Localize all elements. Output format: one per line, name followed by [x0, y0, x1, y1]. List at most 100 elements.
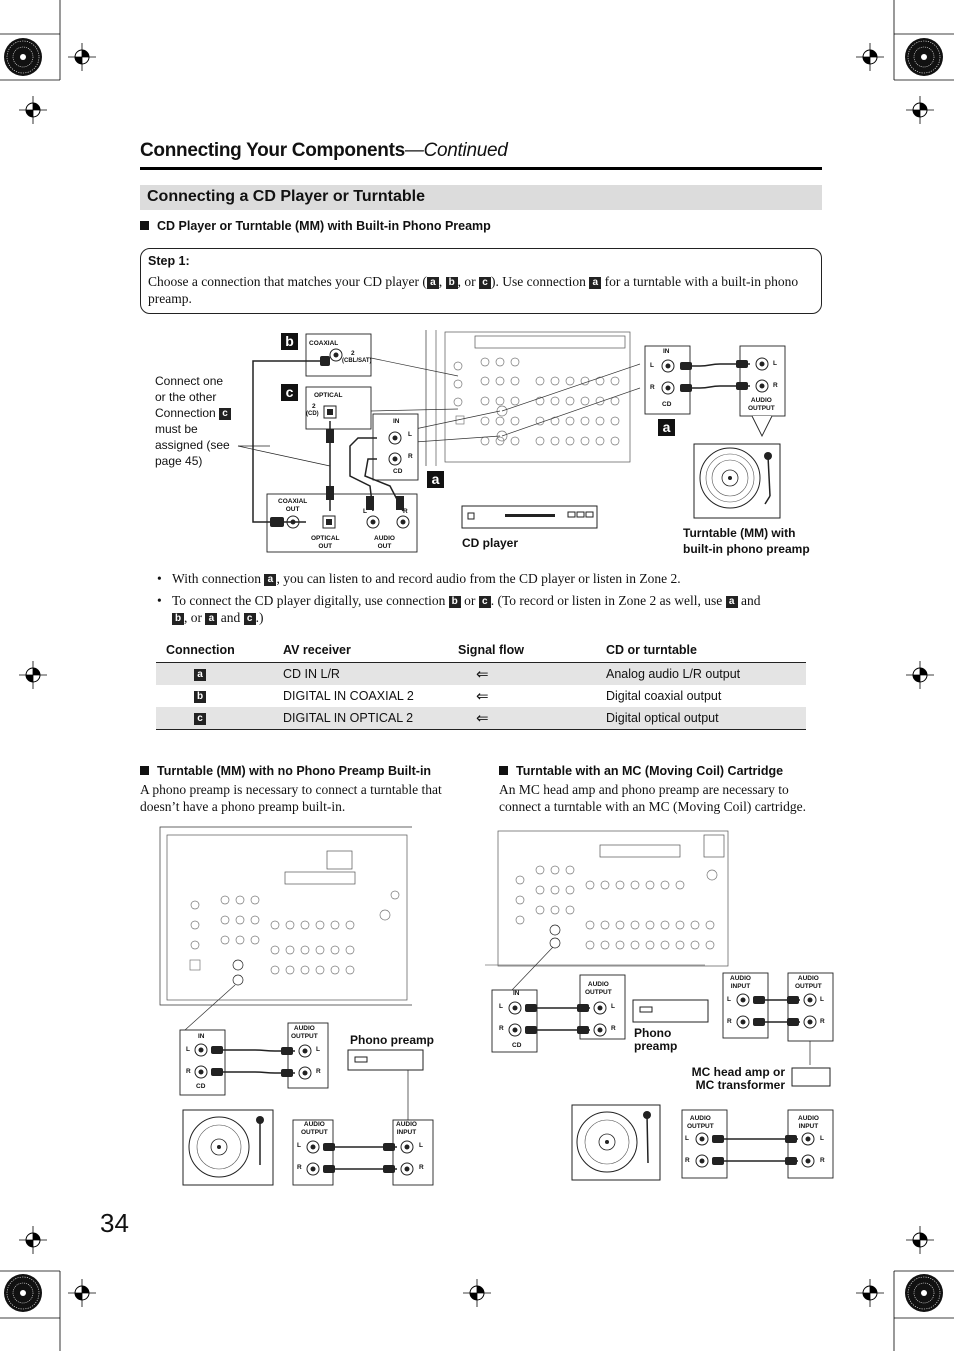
step-text: Choose a connection that matches your CD…: [148, 274, 799, 306]
cd-in-r: R: [408, 453, 413, 460]
coaxial-num: 2: [351, 350, 355, 357]
table-row: b DIGITAL IN COAXIAL 2 ⇐ Digital coaxial…: [156, 685, 806, 707]
nopre-phono-preamp-label: Phono preamp: [350, 1033, 435, 1047]
nopre-in-r: R: [186, 1068, 191, 1075]
bottom-center-mark: [462, 1278, 492, 1308]
bottom-right-marks: [855, 1225, 954, 1351]
optical-2-input: [305, 386, 372, 430]
nopre-out-r: R: [316, 1068, 321, 1075]
audio-out-l: L: [363, 508, 367, 515]
badge-c: c: [281, 384, 298, 401]
right-cd-in-l: L: [650, 362, 654, 369]
right-cd-in-label: IN: [663, 348, 670, 355]
mc-in-label: IN: [513, 990, 520, 997]
turntable-audio-output-jacks: [739, 345, 786, 438]
tt-out-l: L: [773, 360, 777, 367]
nopre-cd-label: CD: [196, 1083, 206, 1090]
badge-a-turntable: a: [658, 419, 675, 436]
bullet-2: •To connect the CD player digitally, use…: [157, 593, 761, 625]
coaxial-label: COAXIAL: [309, 340, 339, 347]
cd-in-right-jacks: [644, 345, 691, 415]
cd-in-label: IN: [393, 418, 400, 425]
title-rule: [140, 167, 822, 170]
mc-in-l: L: [499, 1003, 503, 1010]
cd-player-icon: [461, 505, 598, 529]
table-row: a CD IN L/R ⇐ Analog audio L/R output: [156, 662, 806, 685]
top-left-marks: [0, 0, 97, 125]
mc-cartridge-diagram: [485, 830, 834, 1181]
mc-pre-in-r: R: [727, 1018, 732, 1025]
turntable-icon: [693, 443, 781, 519]
bullet-list: •With connection a, you can listen to an…: [157, 570, 822, 626]
optical-label: OPTICAL: [314, 392, 343, 399]
step-box: [140, 248, 822, 314]
page-title: Connecting Your Components—Continued: [140, 140, 508, 161]
mc-tt-r: R: [685, 1157, 690, 1164]
optical-num: 2: [312, 403, 316, 410]
mc-in-r: R: [499, 1025, 504, 1032]
badge-b: b: [281, 333, 298, 350]
table-header: Connection AV receiver Signal flow CD or…: [156, 642, 806, 663]
nopre-tt-r: R: [297, 1164, 302, 1171]
step-label: Step 1:: [148, 254, 190, 268]
tt-out-r: R: [773, 382, 778, 389]
cd-in-l: L: [408, 431, 412, 438]
mc-amp-out-r: R: [820, 1018, 825, 1025]
coaxial-sub: (CBL/SAT): [342, 358, 372, 364]
mc-tt-l: L: [685, 1135, 689, 1142]
nopre-out-l: L: [316, 1046, 320, 1053]
subsection-heading-no-preamp: Turntable (MM) with no Phono Preamp Buil…: [140, 764, 431, 778]
cd-player-output-panel: [266, 493, 418, 553]
receiver-rear-panel: [425, 330, 631, 466]
optical-sub: (CD): [306, 411, 319, 417]
mc-pre-out-r: R: [611, 1025, 616, 1032]
cd-in-cd: CD: [393, 468, 403, 475]
connection-table: Connection AV receiver Signal flow CD or…: [156, 642, 806, 730]
nopre-in-l: L: [186, 1046, 190, 1053]
mc-amp-out-l: L: [820, 996, 824, 1003]
cd-player-label: CD player: [462, 536, 519, 550]
audio-out-r: R: [403, 508, 408, 515]
badge-a-cd: a: [427, 471, 444, 488]
cd-turntable-connection-diagram: [237, 330, 786, 553]
bullet-1: •With connection a, you can listen to an…: [157, 571, 681, 586]
mc-amp-in-l: L: [820, 1135, 824, 1142]
bottom-left-marks: [0, 1225, 97, 1351]
right-cd-in-r: R: [650, 384, 655, 391]
nopre-in2-r: R: [419, 1164, 424, 1171]
subsection-heading-mc-cartridge: Turntable with an MC (Moving Coil) Cartr…: [499, 764, 783, 778]
nopre-in-label: IN: [198, 1033, 205, 1040]
table-row: c DIGITAL IN OPTICAL 2 ⇐ Digital optical…: [156, 707, 806, 730]
connection-note: Connect one or the other Connection c mu…: [155, 374, 232, 468]
no-preamp-body: A phono preamp is necessary to connect a…: [140, 782, 442, 814]
coaxial-2-input: [305, 333, 372, 377]
mc-cd-label: CD: [512, 1042, 522, 1049]
mc-pre-in-l: L: [727, 996, 731, 1003]
mc-amp-in-r: R: [820, 1157, 825, 1164]
subsection-heading-phono-preamp: CD Player or Turntable (MM) with Built-i…: [140, 219, 491, 233]
top-right-marks: [855, 0, 954, 125]
cd-in-jacks: [372, 413, 419, 481]
mc-pre-out-l: L: [611, 1003, 615, 1010]
page-number: 34: [100, 1208, 129, 1238]
nopre-in2-l: L: [419, 1142, 423, 1149]
right-cd-label: CD: [662, 401, 672, 408]
nopre-tt-l: L: [297, 1142, 301, 1149]
section-heading: Connecting a CD Player or Turntable: [140, 185, 822, 210]
